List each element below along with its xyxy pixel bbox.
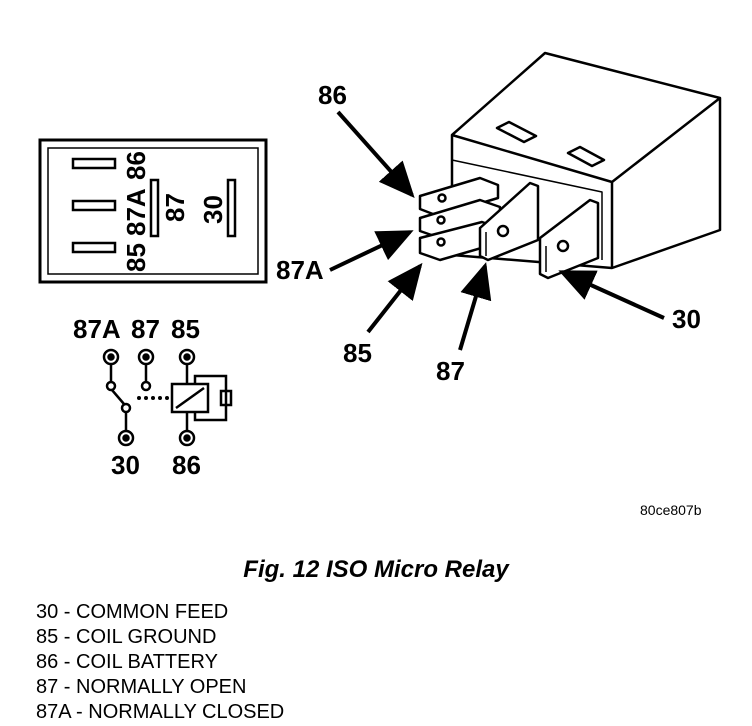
legend-item: 85 - COIL GROUND [36, 626, 217, 648]
callout-label-85: 85 [343, 338, 372, 368]
callout-arrows [329, 110, 665, 351]
pin-legend: 30 - COMMON FEED 85 - COIL GROUND 86 - C… [36, 600, 284, 725]
topview-label-30: 30 [198, 195, 228, 224]
schematic-label-30: 30 [111, 450, 140, 480]
terminal-30 [538, 198, 600, 280]
legend-item: 30 - COMMON FEED [36, 601, 229, 623]
top-view-pinout: 85 87A 86 87 30 [38, 138, 268, 284]
topview-label-85: 85 [121, 243, 151, 272]
terminal-86 [418, 176, 500, 218]
schematic-label-86: 86 [172, 450, 201, 480]
legend-item: 87A - NORMALLY CLOSED [36, 701, 285, 723]
pin-slot [226, 178, 237, 238]
topview-label-86: 86 [121, 151, 151, 180]
pin-slot [71, 157, 117, 170]
pin-slot [149, 178, 160, 238]
schematic-label-85: 85 [171, 314, 200, 344]
schematic-label-87a: 87A [73, 314, 121, 344]
callout-label-86: 86 [318, 80, 347, 110]
pin-slot [71, 241, 117, 254]
topview-label-87a: 87A [121, 188, 151, 236]
topview-label-87: 87 [160, 193, 190, 222]
relay-3d-drawing [418, 51, 722, 280]
figure-caption: Fig. 12 ISO Micro Relay [243, 556, 509, 583]
figure-code: 80ce807b [640, 502, 702, 518]
terminal-87 [478, 181, 540, 262]
callout-label-87: 87 [436, 356, 465, 386]
legend-item: 87 - NORMALLY OPEN [36, 676, 247, 698]
legend-item: 86 - COIL BATTERY [36, 651, 218, 673]
schematic-label-87: 87 [131, 314, 160, 344]
callout-label-30: 30 [672, 304, 701, 334]
relay-schematic: 87A 87 85 30 86 [73, 314, 233, 480]
pin-slot [71, 199, 117, 212]
callout-label-87a: 87A [276, 255, 324, 285]
